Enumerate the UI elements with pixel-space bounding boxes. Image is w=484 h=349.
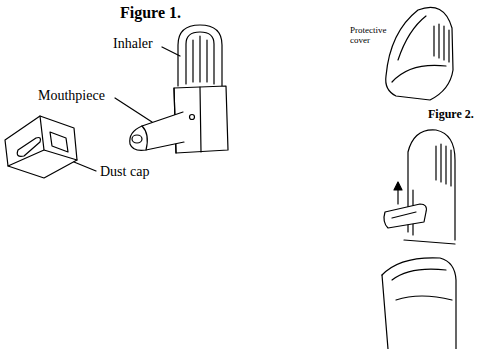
figure-label: Figure 2. <box>428 108 474 121</box>
part-label: Inhaler <box>113 36 153 51</box>
protective-cover-drawing <box>386 7 453 100</box>
leader-line <box>162 47 180 56</box>
part-label: Protective cover <box>350 26 394 46</box>
leader-line <box>115 98 152 122</box>
figure-label: Figure 1. <box>120 4 181 22</box>
leader-line <box>74 162 96 171</box>
part-label: Dust cap <box>100 164 149 179</box>
part-label: Mouthpiece <box>38 88 105 103</box>
opening-drawing <box>382 130 456 349</box>
dust-cap-drawing <box>5 116 77 178</box>
